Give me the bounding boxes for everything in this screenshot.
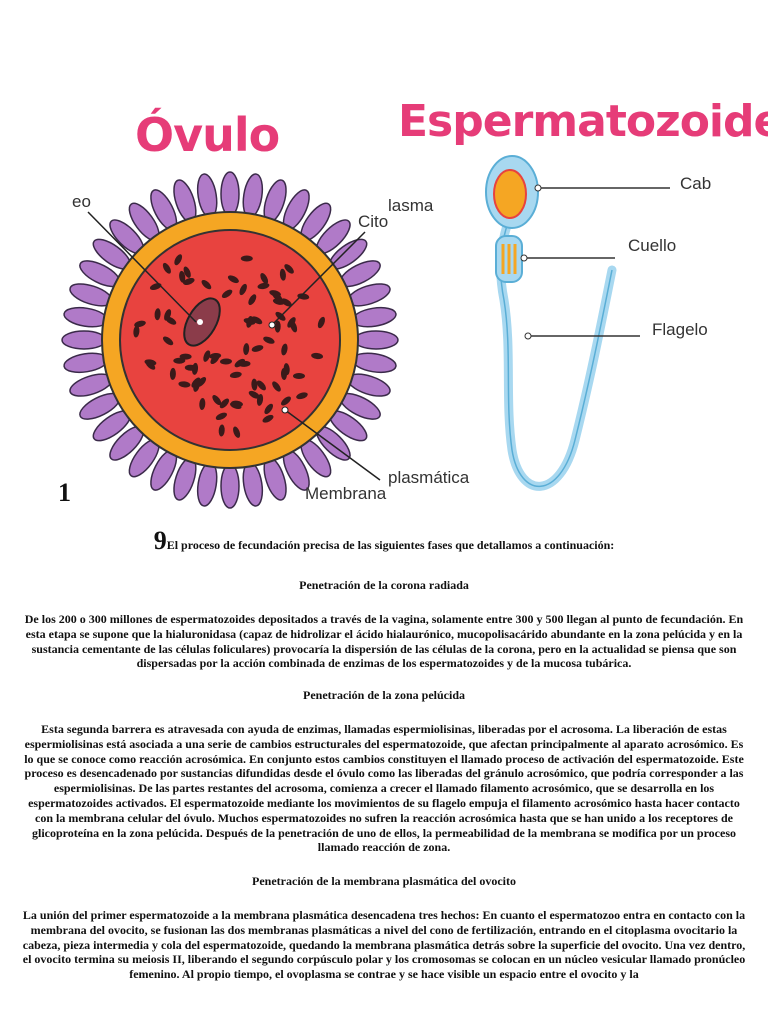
granulo: [281, 396, 291, 406]
granulo: [191, 362, 199, 375]
section-heading-zona: Penetración de la zona pelúcida: [303, 688, 465, 702]
leader-membrana: [284, 409, 381, 481]
granulo: [238, 360, 251, 367]
granulo: [293, 373, 305, 379]
granulo: [219, 398, 230, 409]
figure-number: 1: [58, 478, 71, 507]
granulo: [162, 262, 171, 274]
granulo: [297, 293, 310, 300]
granulo: [256, 380, 266, 391]
granulo: [220, 358, 232, 365]
granulo: [246, 316, 253, 328]
granulo: [178, 381, 191, 388]
granulo: [240, 255, 253, 262]
granulo: [279, 268, 286, 281]
label-cuello: Cuello: [628, 236, 677, 255]
granulo: [183, 278, 195, 285]
granulo: [262, 414, 274, 423]
figure-drawing: [61, 155, 670, 509]
granulo: [239, 283, 247, 296]
granulo: [201, 279, 212, 290]
granulo: [144, 359, 157, 366]
leader-citoplasma: [271, 231, 366, 326]
section-body-membrana: La unión del primer espermatozoide a la …: [22, 908, 746, 982]
corona-cell: [353, 330, 399, 350]
granulo: [251, 345, 264, 352]
granulo: [174, 254, 183, 266]
granulo: [169, 367, 176, 380]
label-membrana-a: plasmática: [388, 468, 470, 487]
acrosoma: [493, 169, 527, 219]
granulo: [183, 266, 191, 278]
granulo: [263, 336, 275, 344]
granulo: [162, 336, 174, 346]
granulo: [179, 353, 192, 360]
corona-cell: [61, 330, 107, 350]
granulo: [221, 289, 233, 299]
granulo: [191, 377, 201, 388]
corona-cell: [220, 463, 240, 509]
section-body-zona: Esta segunda barrera es atravesada con a…: [24, 722, 744, 855]
granulo: [311, 352, 324, 360]
granulo: [134, 320, 146, 328]
granulo: [251, 316, 263, 325]
granulos-citoplasma: [133, 254, 325, 438]
label-citoplasma-b: Cito: [358, 212, 389, 231]
granulo: [248, 294, 257, 306]
figure-ovulo-espermatozoide: Óvulo Espermatozoide eo: [58, 96, 768, 509]
granulo: [260, 273, 269, 284]
granulo: [229, 371, 242, 379]
granulo: [196, 377, 207, 387]
granulo: [264, 403, 273, 415]
section-body-corona: De los 200 o 300 millones de espermatozo…: [24, 612, 744, 671]
section-heading-membrana: Penetración de la membrana plasmática de…: [252, 874, 516, 888]
granulo: [209, 352, 222, 360]
granulo: [251, 378, 258, 391]
granulo: [215, 412, 227, 421]
granulo: [179, 270, 186, 283]
granulo: [230, 402, 242, 410]
granulo: [284, 264, 294, 274]
leader-nucleo: [87, 211, 197, 323]
corona-radiata: [61, 171, 399, 509]
espermatozoide-title: Espermatozoide: [398, 96, 768, 147]
granulo: [248, 390, 260, 399]
granulo: [173, 357, 186, 364]
granulo: [212, 395, 222, 406]
granulo: [317, 316, 325, 329]
granulo: [227, 275, 239, 284]
label-flagelo: Flagelo: [652, 320, 708, 339]
granulo: [199, 398, 206, 410]
nucleolo: [197, 319, 203, 325]
section-heading-corona: Penetración de la corona radiada: [299, 578, 469, 592]
label-nucleo: eo: [72, 192, 91, 211]
intro-text: El proceso de fecundación precisa de las…: [166, 538, 615, 552]
citoplasma: [119, 229, 341, 451]
granulo: [281, 343, 288, 356]
granulo: [274, 320, 281, 333]
granulo: [154, 308, 161, 321]
granulo: [243, 343, 250, 356]
granulo: [257, 282, 270, 290]
granulo: [165, 316, 177, 325]
granulo: [281, 298, 292, 307]
granulo: [203, 350, 211, 362]
granulo: [272, 381, 281, 392]
corona-cell: [220, 171, 240, 217]
granulo: [133, 325, 140, 338]
intro-number: 9: [153, 526, 167, 555]
granulo: [290, 320, 298, 333]
label-citoplasma-a: lasma: [388, 196, 434, 215]
granulo: [233, 426, 241, 438]
label-cabeza: Cab: [680, 174, 712, 193]
granulo: [218, 424, 225, 437]
ovulo-title: Óvulo: [135, 108, 280, 162]
granulo: [296, 392, 308, 400]
granulo: [272, 298, 285, 305]
intro-paragraph: 9El proceso de fecundación precisa de la…: [20, 528, 748, 554]
label-membrana-b: Membrana: [305, 484, 387, 503]
granulo: [283, 363, 290, 376]
